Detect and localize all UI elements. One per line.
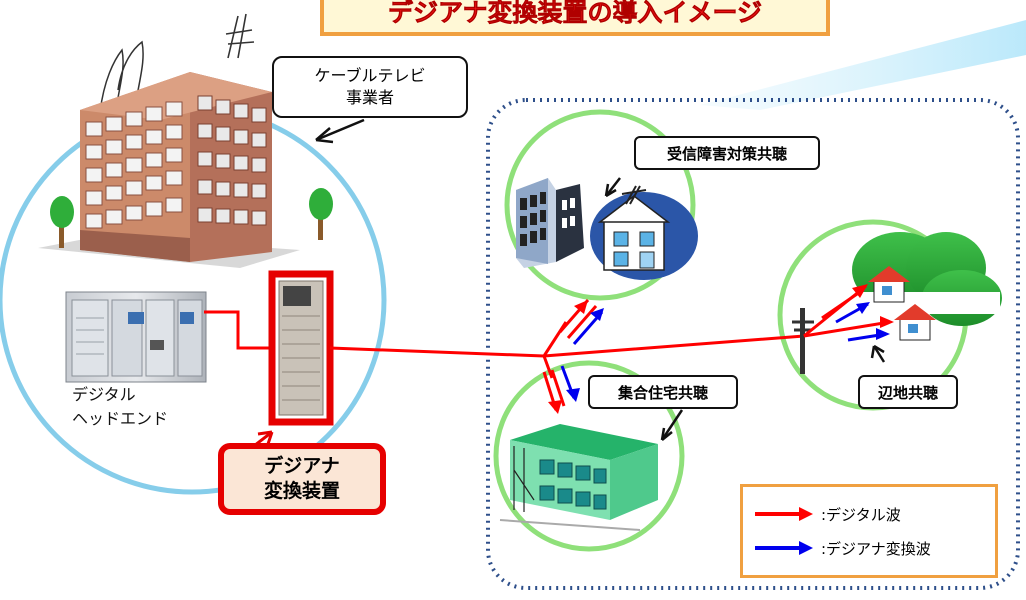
cable-tv-operator-line2: 事業者 (345, 88, 394, 107)
apartment-building-icon (499, 424, 658, 531)
signal-beam (700, 20, 1026, 110)
legend-item-digital: :デジタル波 (753, 497, 901, 531)
interference-sharing-tag: 受信障害対策共聴 (634, 136, 820, 170)
house-icon (590, 185, 698, 280)
cable-tv-operator-callout: ケーブルテレビ 事業者 (272, 56, 468, 118)
digiana-device-line2: 変換装置 (263, 480, 340, 502)
cable-tv-operator-line1: ケーブルテレビ (314, 66, 426, 85)
tree-icon (309, 188, 333, 240)
house-icon (868, 266, 910, 303)
red-arrow-icon (755, 507, 813, 521)
house-icon (894, 304, 936, 341)
digital-headend-label: デジタル ヘッドエンド (72, 383, 212, 431)
legend: :デジタル波 :デジアナ変換波 (740, 484, 998, 578)
digiana-device-callout: デジアナ 変換装置 (218, 443, 386, 515)
digital-headend-line1: デジタル (72, 385, 136, 404)
diagram-title: デジアナ変換装置の導入イメージ (320, 0, 830, 36)
signal-arrows-remote (803, 284, 894, 342)
digital-headend-line2: ヘッドエンド (72, 409, 169, 428)
headend-connection-line (204, 310, 272, 350)
diagram-title-text: デジアナ変換装置の導入イメージ (387, 0, 763, 27)
remote-sharing-label: 辺地共聴 (877, 383, 938, 402)
office-building-icon (38, 13, 300, 268)
tree-icon (50, 196, 74, 248)
remote-sharing-tag: 辺地共聴 (858, 375, 958, 409)
digiana-device-icon (268, 270, 334, 426)
signal-arrows-apartment (542, 355, 580, 414)
office-tower-icon (516, 178, 584, 268)
headend-rack-icon (65, 291, 207, 383)
apartment-sharing-tag: 集合住宅共聴 (588, 375, 738, 409)
digiana-device-line1: デジアナ (264, 455, 340, 477)
interference-sharing-label: 受信障害対策共聴 (666, 144, 787, 163)
apartment-area-circle (493, 360, 685, 552)
interference-area-circle (504, 109, 696, 301)
apartment-sharing-label: 集合住宅共聴 (617, 383, 708, 402)
utility-pole-icon (792, 308, 814, 374)
legend-converted-label: :デジアナ変換波 (821, 539, 931, 558)
callout-arrow (315, 118, 365, 142)
signal-arrows-interference (542, 299, 604, 357)
legend-digital-label: :デジタル波 (821, 505, 901, 524)
digital-signal-line (329, 334, 805, 358)
blue-arrow-icon (755, 541, 813, 555)
service-area-border (486, 98, 1020, 590)
legend-item-converted: :デジアナ変換波 (753, 531, 931, 565)
